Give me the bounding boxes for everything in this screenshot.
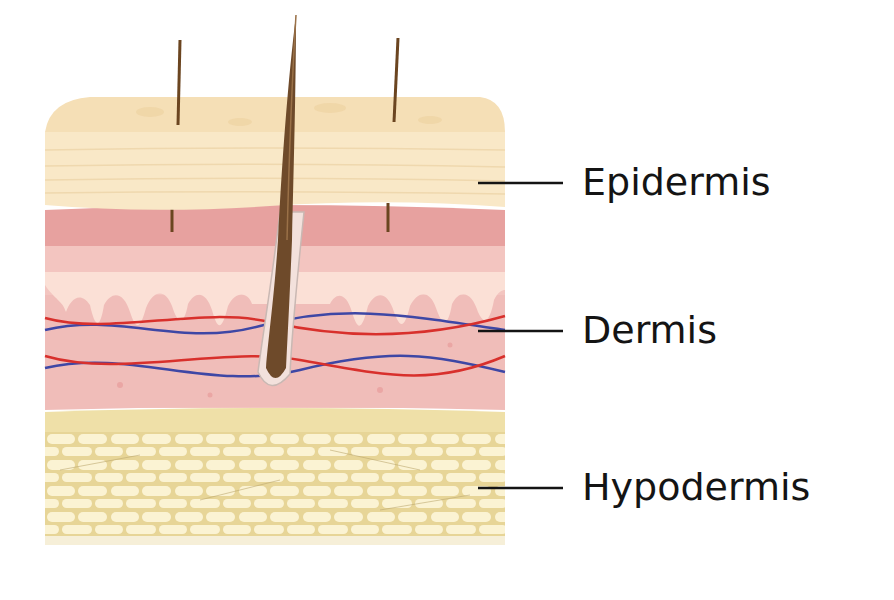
leader-line — [478, 182, 563, 185]
leader-line — [478, 487, 563, 490]
epidermis-layer — [45, 38, 505, 210]
hair-follicle — [258, 15, 304, 386]
layer-label: Epidermis — [582, 161, 771, 205]
layer-label: Dermis — [582, 309, 717, 353]
layer-label: Hypodermis — [582, 466, 810, 510]
leader-line — [478, 330, 563, 333]
hypodermis-layer — [45, 408, 505, 545]
